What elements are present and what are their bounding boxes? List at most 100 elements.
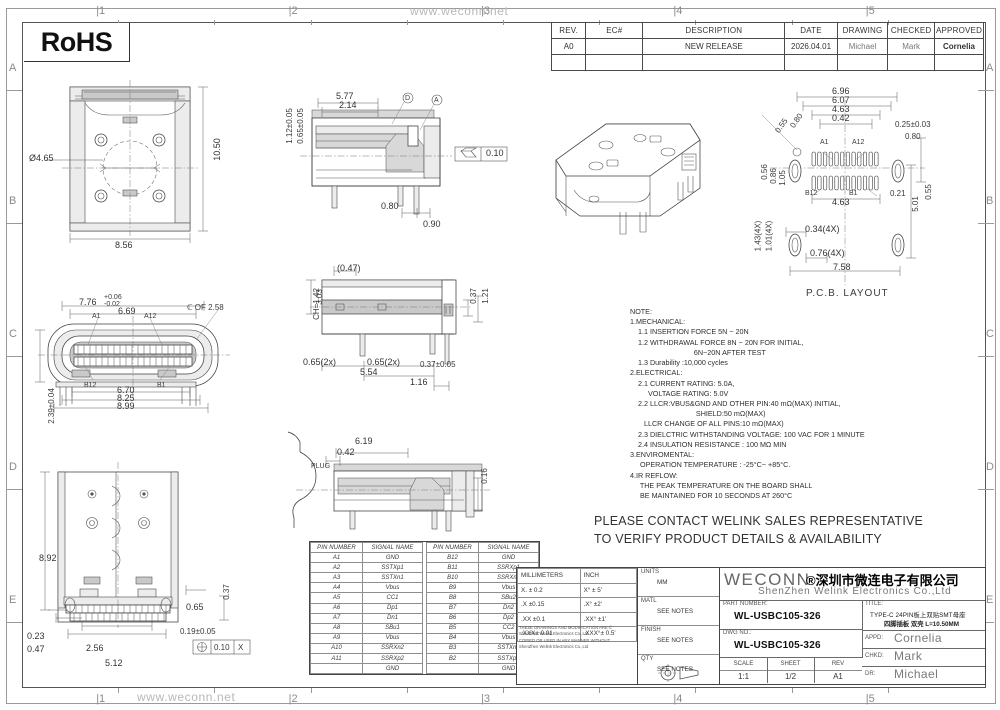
rev-value-2 bbox=[550, 54, 587, 71]
rear-dim-7-76: 7.76 bbox=[79, 297, 97, 307]
pcb-dim-4-63: 4.63 bbox=[832, 104, 850, 114]
pin-number: B9 bbox=[426, 582, 479, 594]
signal-name: GND bbox=[362, 663, 423, 675]
pcb-ref-b1: B1 bbox=[849, 190, 858, 197]
pcb-ref-a1: A1 bbox=[820, 139, 829, 146]
pin-number: A11 bbox=[310, 653, 363, 665]
pin-number: A2 bbox=[310, 562, 363, 574]
dim-0-90: 0.90 bbox=[423, 219, 441, 229]
rear-dim-8-25: 8.25 bbox=[117, 393, 135, 403]
part-number-value: WL-USBC105-326 bbox=[734, 611, 821, 622]
pin-number: A6 bbox=[310, 602, 363, 614]
pin-number: A1 bbox=[310, 552, 363, 564]
pcb-layout-caption: P.C.B. LAYOUT bbox=[806, 288, 889, 299]
zone-row-B: B bbox=[986, 195, 994, 208]
pin-row: GND bbox=[310, 663, 423, 675]
tol-inch-header: INCH bbox=[579, 568, 638, 584]
side-dim-5-54: 5.54 bbox=[360, 367, 378, 377]
pcb-dim-6-07: 6.07 bbox=[832, 95, 850, 105]
rev-label: REV bbox=[814, 657, 862, 671]
tolerance-legal-note: THESE DRAWINGS AND MODIFICATION ARE ©She… bbox=[519, 625, 612, 649]
zone-tick bbox=[310, 20, 312, 25]
plug-section-geometry bbox=[287, 431, 490, 532]
pcb-dim-0-80b: 0.80 bbox=[905, 132, 921, 141]
zone-tick bbox=[791, 688, 793, 693]
tolerance-row: .XXX± 0.01.XXX°± 0.5' bbox=[517, 626, 638, 642]
zone-tick bbox=[978, 90, 994, 92]
zone-tick bbox=[118, 688, 120, 693]
plug-dim-0-16: 0.16 bbox=[479, 468, 489, 484]
dr-label: DR: bbox=[865, 671, 876, 677]
zone-tick bbox=[978, 621, 994, 623]
pin-number bbox=[310, 663, 363, 675]
tol-mm-header: MILLIMETERS bbox=[517, 568, 581, 584]
bot-dim-2-56: 2.56 bbox=[86, 643, 104, 653]
tolerance-mm: X. ± 0.2 bbox=[517, 582, 581, 598]
dim-0-80: 0.80 bbox=[381, 201, 399, 211]
pin-number: B4 bbox=[426, 632, 479, 644]
title-line-1: TYPE-C 24PIN板上双贴SMT母座 bbox=[870, 612, 966, 619]
chkd-name: Mark bbox=[894, 649, 923, 663]
pcb-dim-4-63b: 4.63 bbox=[832, 197, 850, 207]
scale-sheet-rev-row: SCALE SHEET REV 1:1 1/2 A1 bbox=[720, 657, 862, 683]
pin-number-header-right: PIN NUMBER bbox=[426, 541, 479, 554]
tolerance-row: .XX ±0.1.XX° ±1' bbox=[517, 611, 638, 627]
pcb-dim-0-42: 0.42 bbox=[832, 113, 850, 123]
zone-tick bbox=[695, 688, 697, 693]
signal-name-header-left: SIGNAL NAME bbox=[362, 541, 423, 554]
bot-dim-5-12: 5.12 bbox=[105, 658, 123, 668]
rev-value-tb: A1 bbox=[833, 672, 843, 681]
spec-value: SEE NOTES bbox=[657, 608, 694, 615]
bot-datum-x: X bbox=[238, 643, 244, 652]
front-view-geometry bbox=[46, 80, 208, 243]
side-dim-0-47: (0.47) bbox=[337, 263, 361, 273]
rear-ref-b1: B1 bbox=[157, 382, 166, 389]
title-line-2: 四脚插板 双壳 L=10.50MM bbox=[884, 621, 960, 628]
zone-tick bbox=[310, 688, 312, 693]
rear-dim-8-99: 8.99 bbox=[117, 401, 135, 411]
rear-view-geometry bbox=[35, 301, 230, 413]
engineering-notes: NOTE: 1.MECHANICAL: 1.1 INSERTION FORCE … bbox=[630, 307, 865, 500]
pcb-dim-1-43: 1.43(4X) bbox=[753, 220, 763, 252]
chkd-label: CHKD: bbox=[865, 653, 884, 659]
zone-tick bbox=[978, 356, 994, 357]
tolerance-mm: .X ±0.15 bbox=[517, 597, 581, 613]
tolerance-inch: X° ± 5' bbox=[579, 582, 638, 598]
dr-name: Michael bbox=[894, 667, 939, 681]
signal-name: Dn1 bbox=[362, 612, 423, 624]
side-dim-0-37: 0.37 bbox=[468, 288, 478, 304]
side-dim-3-03: 3.03 bbox=[314, 289, 324, 305]
plug-dim-0-42: 0.42 bbox=[337, 447, 355, 457]
zone-row-C: C bbox=[9, 328, 17, 340]
zone-col-3: |3 bbox=[481, 5, 490, 17]
pin-number: B2 bbox=[426, 653, 479, 665]
balloon-a: A bbox=[434, 97, 439, 104]
scale-label: SCALE bbox=[720, 657, 768, 671]
pcb-dim-0-34: 0.34(4X) bbox=[805, 224, 840, 234]
dwg-no-value: WL-USBC105-326 bbox=[734, 640, 821, 651]
zone-tick bbox=[6, 90, 22, 92]
date-value-2 bbox=[784, 54, 838, 71]
pin-number: B11 bbox=[426, 562, 479, 574]
zone-tick bbox=[406, 20, 408, 25]
dim-height-10-50: 10.50 bbox=[211, 138, 222, 161]
signal-name: GND bbox=[478, 552, 539, 564]
ec-value-2 bbox=[585, 54, 644, 71]
approved-value-2 bbox=[934, 54, 984, 71]
signal-name: Vbus bbox=[362, 632, 423, 644]
pin-table-left-header: PIN NUMBER SIGNAL NAME bbox=[310, 541, 423, 554]
tolerance-header-row: MILLIMETERS INCH bbox=[517, 568, 638, 584]
zone-tick bbox=[978, 223, 994, 225]
rear-dim-6-69: 6.69 bbox=[118, 306, 136, 316]
zone-tick bbox=[6, 356, 22, 357]
signal-name: CC1 bbox=[362, 592, 423, 604]
sheet-value: 1/2 bbox=[767, 670, 815, 683]
